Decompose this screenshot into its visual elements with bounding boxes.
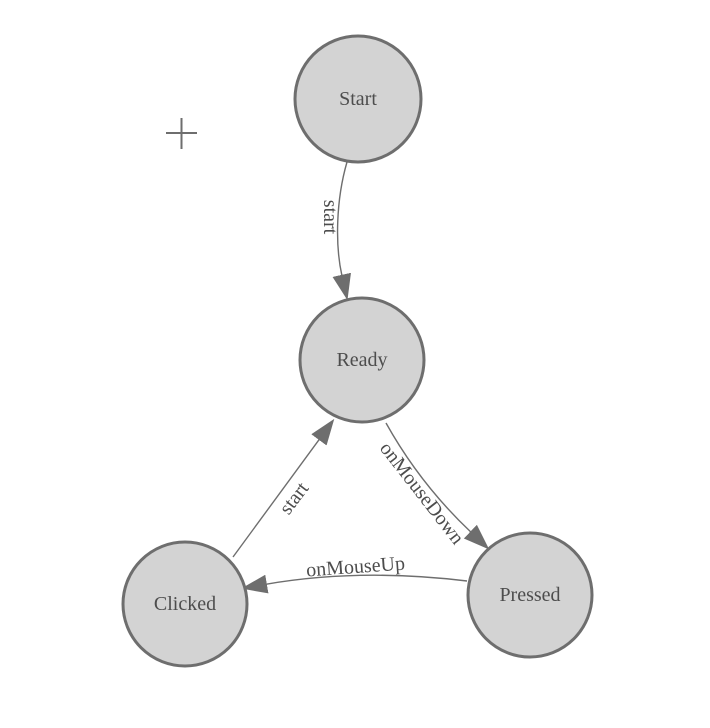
edge-label-clicked-to-ready: start: [275, 478, 314, 519]
edge-label-start-to-ready: start: [319, 200, 341, 235]
edge-start-to-ready[interactable]: [332, 161, 351, 301]
node-ready: Ready: [298, 296, 426, 424]
node-pressed-label: Pressed: [499, 584, 560, 606]
edge-ready-to-pressed[interactable]: [385, 422, 490, 550]
edge-clicked-to-ready[interactable]: [232, 418, 335, 558]
edge-label-pressed-to-clicked: onMouseUp: [305, 553, 405, 582]
node-pressed-shape[interactable]: [466, 531, 594, 659]
node-start-label: Start: [339, 88, 377, 110]
node-ready-shape[interactable]: [298, 296, 426, 424]
edge-label-ready-to-pressed: onMouseDown: [375, 438, 468, 549]
node-start-shape[interactable]: [293, 34, 423, 164]
node-clicked: Clicked: [121, 540, 249, 668]
node-clicked-label: Clicked: [154, 593, 216, 615]
node-clicked-shape[interactable]: [121, 540, 249, 668]
node-start: Start: [293, 34, 423, 164]
canvas-origin-crosshair-icon: [166, 118, 197, 149]
node-pressed: Pressed: [466, 531, 594, 659]
edge-pressed-to-clicked[interactable]: [241, 574, 468, 594]
node-ready-label: Ready: [336, 349, 387, 371]
